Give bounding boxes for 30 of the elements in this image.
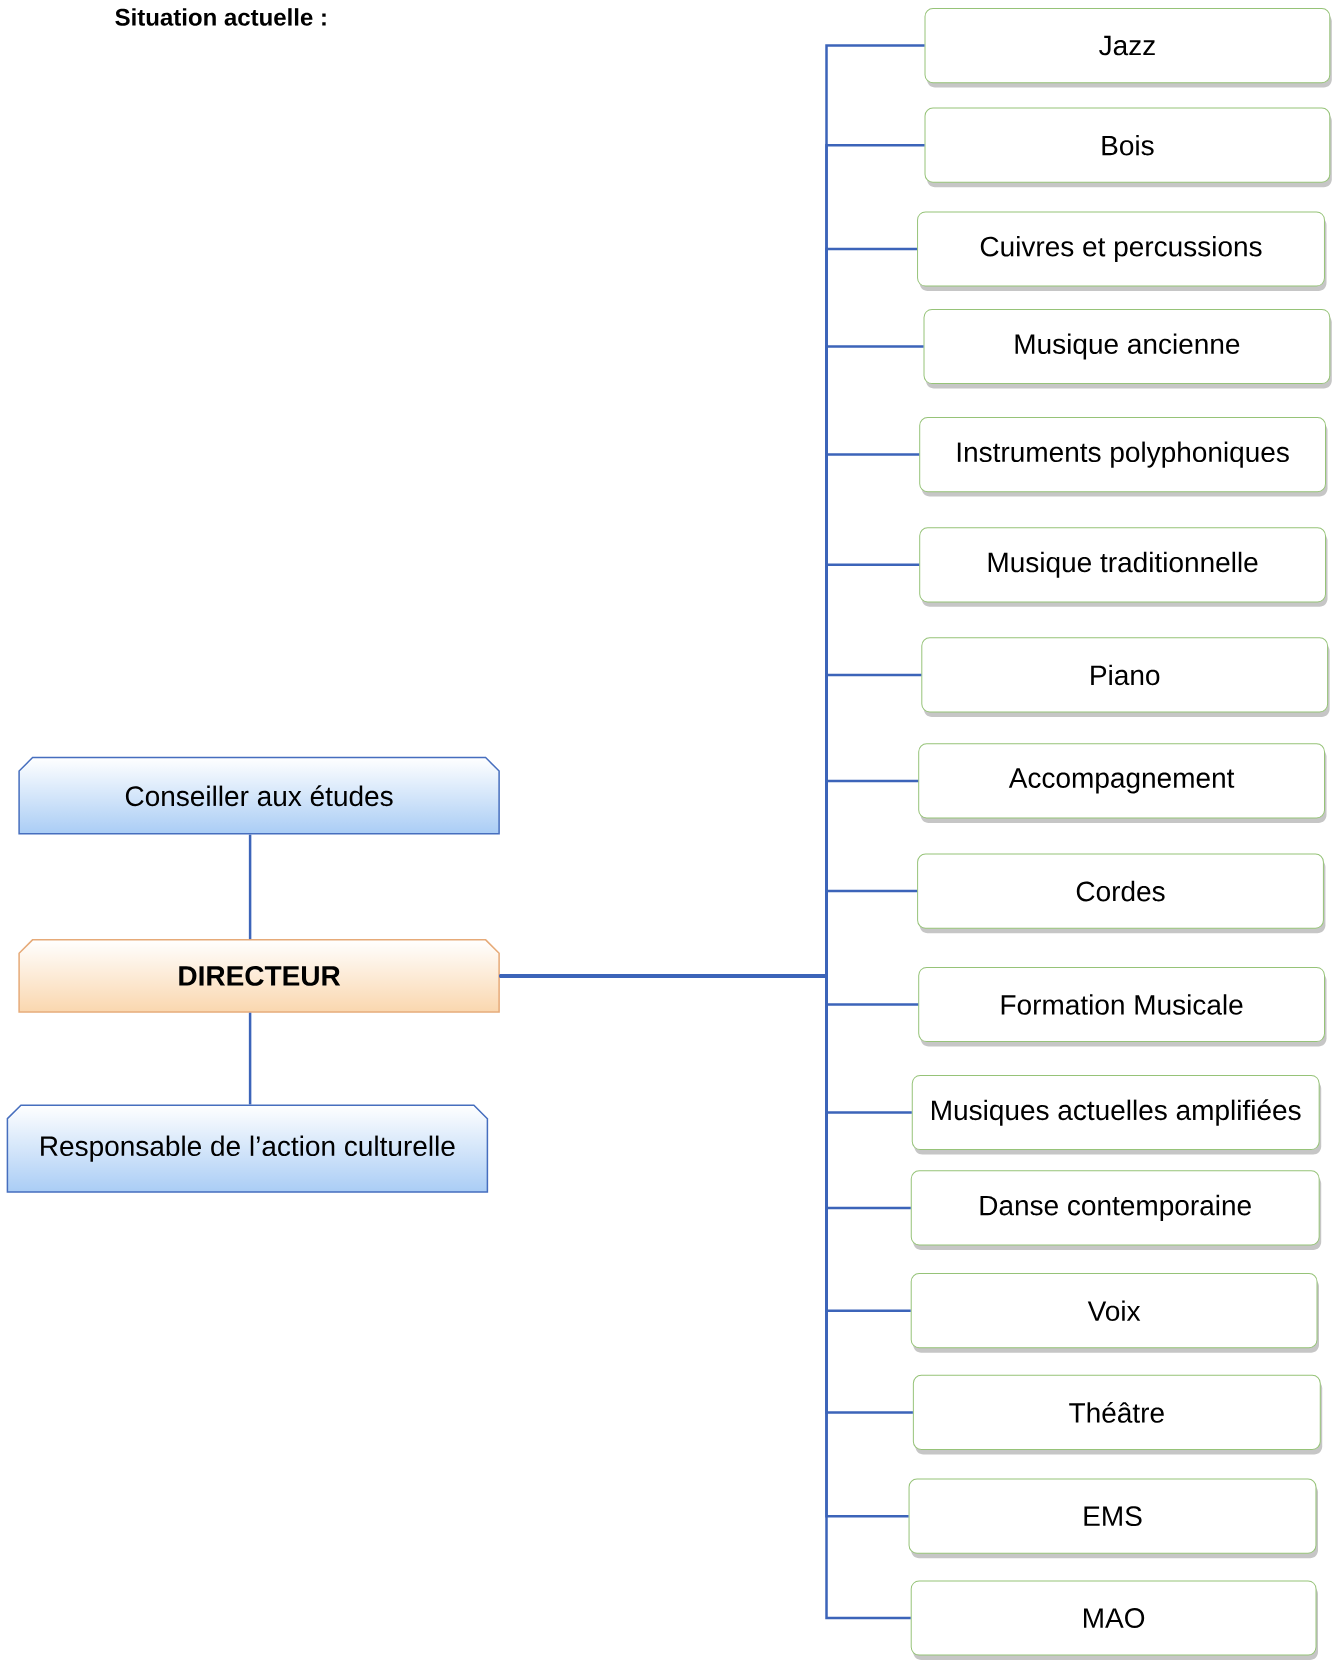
department-box: Instruments polyphoniques bbox=[919, 417, 1326, 493]
department-box: Formation Musicale bbox=[918, 966, 1325, 1043]
node-label: Musique traditionnelle bbox=[988, 551, 1258, 578]
node-label: Cuivres et percussions bbox=[980, 235, 1262, 263]
department-box: Danse contemporaine bbox=[910, 1170, 1320, 1246]
node-label: Musique ancienne bbox=[1015, 333, 1240, 360]
position-box: Responsable de l’action culturelle bbox=[6, 1104, 489, 1193]
department-box: MAO bbox=[910, 1580, 1317, 1656]
department-box: Musique traditionnelle bbox=[919, 527, 1326, 603]
department-box: Cordes bbox=[917, 853, 1324, 929]
department-box: Cuivres et percussions bbox=[917, 211, 1325, 287]
department-box: Musiques actuelles amplifiées bbox=[911, 1074, 1320, 1151]
node-label: Formation Musicale bbox=[1001, 994, 1243, 1015]
department-box: Accompagnement bbox=[918, 743, 1325, 819]
department-box: Jazz bbox=[924, 8, 1331, 84]
department-box: Piano bbox=[921, 637, 1329, 713]
director-box: DIRECTEUR bbox=[18, 939, 500, 1013]
node-label: Instruments polyphoniques bbox=[957, 441, 1289, 468]
department-box: Bois bbox=[924, 107, 1331, 183]
department-box: Musique ancienne bbox=[923, 308, 1331, 385]
connector-line bbox=[499, 974, 911, 1620]
connector-line bbox=[248, 834, 252, 940]
department-box: Théâtre bbox=[912, 1374, 1321, 1450]
node-label: Jazz bbox=[1099, 35, 1155, 56]
department-box: Voix bbox=[910, 1273, 1318, 1349]
department-box: EMS bbox=[908, 1478, 1317, 1554]
title: Situation actuelle : bbox=[115, 8, 326, 26]
connector-line bbox=[248, 1012, 252, 1105]
node-label: Accompagnement bbox=[1008, 768, 1235, 794]
position-box: Conseiller aux études bbox=[18, 756, 500, 835]
